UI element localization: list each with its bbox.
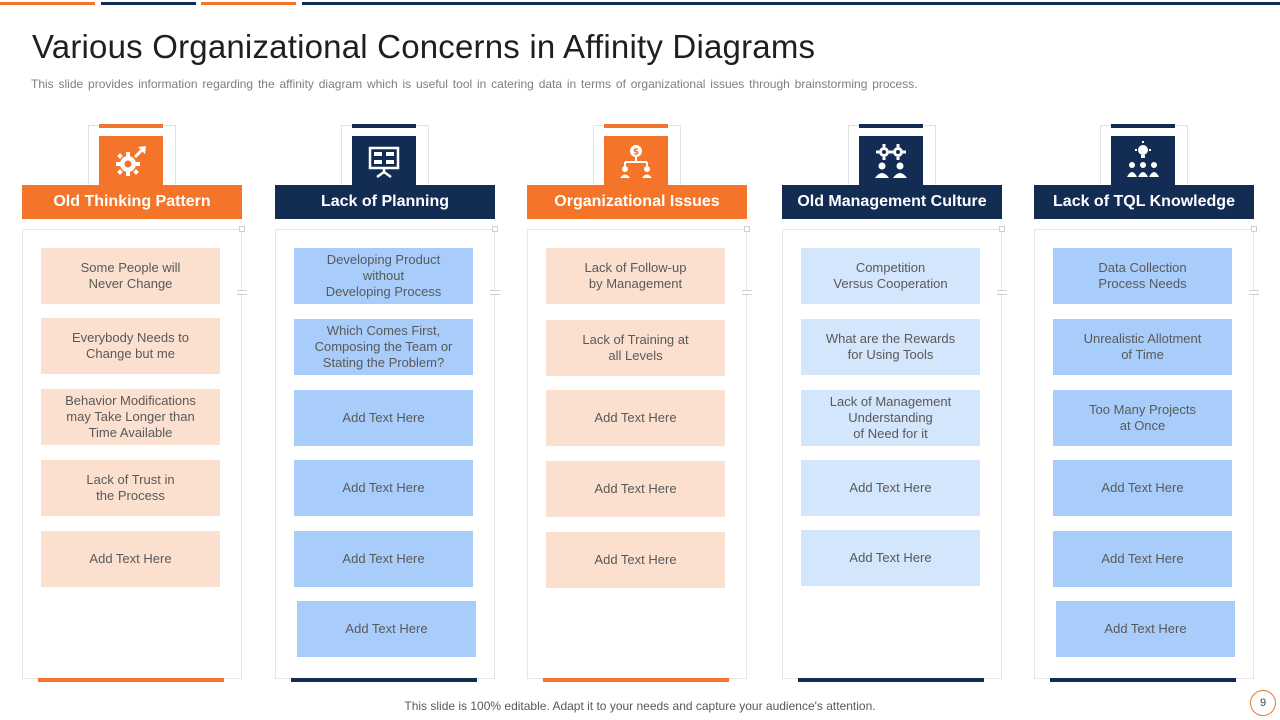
panel-notch [237,290,247,295]
affinity-card[interactable]: Behavior Modifications may Take Longer t… [41,389,220,445]
team-gears-icon [859,136,923,185]
affinity-card[interactable]: Add Text Here [546,390,725,446]
panel-foot-bar [543,678,729,682]
panel-foot-bar [1050,678,1236,682]
affinity-card[interactable]: Add Text Here [41,531,220,587]
gear-growth-icon [99,136,163,185]
column-accent-bar [99,124,163,128]
column-panel: Some People will Never Change Everybody … [22,226,247,679]
column-lack-of-planning: Lack of Planning Developing Product with… [275,124,500,684]
column-accent-bar [859,124,923,128]
affinity-card[interactable]: Add Text Here [546,532,725,588]
column-panel: Data Collection Process Needs Unrealisti… [1034,226,1259,679]
affinity-card[interactable]: Too Many Projects at Once [1053,390,1232,446]
affinity-card[interactable]: Lack of Management Understanding of Need… [801,390,980,446]
affinity-card[interactable]: Add Text Here [294,460,473,516]
panel-foot-bar [38,678,224,682]
panel-notch [490,290,500,295]
affinity-card[interactable]: Add Text Here [801,460,980,516]
top-accent-bar [0,2,95,5]
affinity-card[interactable]: Add Text Here [1053,460,1232,516]
affinity-card[interactable]: Competition Versus Cooperation [801,248,980,304]
column-old-thinking-pattern: Old Thinking Pattern Some People will Ne… [22,124,247,684]
svg-text:$: $ [633,147,639,157]
slide-title: Various Organizational Concerns in Affin… [32,28,816,65]
affinity-card[interactable]: Add Text Here [1056,601,1235,657]
panel-notch [742,290,752,295]
org-chart-icon: $ [604,136,668,185]
column-accent-bar [604,124,668,128]
affinity-card[interactable]: Developing Product without Developing Pr… [294,248,473,304]
top-accent-bar [201,2,296,5]
affinity-card[interactable]: Add Text Here [546,461,725,517]
column-panel: Competition Versus Cooperation What are … [782,226,1007,679]
panel-foot-bar [291,678,477,682]
panel-notch [1249,290,1259,295]
panel-notch [744,226,750,232]
column-panel: Developing Product without Developing Pr… [275,226,500,679]
affinity-card[interactable]: Which Comes First, Composing the Team or… [294,319,473,375]
column-header: Organizational Issues [527,185,747,219]
column-header: Old Management Culture [782,185,1002,219]
affinity-card[interactable]: Add Text Here [294,531,473,587]
affinity-card[interactable]: Some People will Never Change [41,248,220,304]
affinity-card[interactable]: What are the Rewards for Using Tools [801,319,980,375]
page-number: 9 [1250,690,1276,716]
column-panel: Lack of Follow-up by Management Lack of … [527,226,752,679]
column-header: Lack of Planning [275,185,495,219]
panel-notch [492,226,498,232]
column-old-management-culture: Old Management Culture Competition Versu… [782,124,1007,684]
top-accent-bar [101,2,196,5]
column-header: Old Thinking Pattern [22,185,242,219]
column-header: Lack of TQL Knowledge [1034,185,1254,219]
presentation-board-icon [352,136,416,185]
column-organizational-issues: $ Organizational Issues Lack of Follow-u… [527,124,752,684]
footer-note: This slide is 100% editable. Adapt it to… [404,699,876,713]
affinity-card[interactable]: Add Text Here [801,530,980,586]
column-accent-bar [352,124,416,128]
panel-notch [999,226,1005,232]
affinity-card[interactable]: Data Collection Process Needs [1053,248,1232,304]
affinity-card[interactable]: Lack of Training at all Levels [546,320,725,376]
panel-notch [239,226,245,232]
panel-foot-bar [798,678,984,682]
top-accent-bar [302,2,1280,5]
panel-notch [997,290,1007,295]
affinity-card[interactable]: Unrealistic Allotment of Time [1053,319,1232,375]
affinity-card[interactable]: Lack of Follow-up by Management [546,248,725,304]
panel-notch [1251,226,1257,232]
idea-team-icon [1111,136,1175,185]
column-lack-of-tql-knowledge: Lack of TQL Knowledge Data Collection Pr… [1034,124,1259,684]
affinity-card[interactable]: Add Text Here [1053,531,1232,587]
slide-subtitle: This slide provides information regardin… [31,77,918,91]
affinity-card[interactable]: Lack of Trust in the Process [41,460,220,516]
affinity-card[interactable]: Everybody Needs to Change but me [41,318,220,374]
column-accent-bar [1111,124,1175,128]
affinity-card[interactable]: Add Text Here [294,390,473,446]
affinity-card[interactable]: Add Text Here [297,601,476,657]
